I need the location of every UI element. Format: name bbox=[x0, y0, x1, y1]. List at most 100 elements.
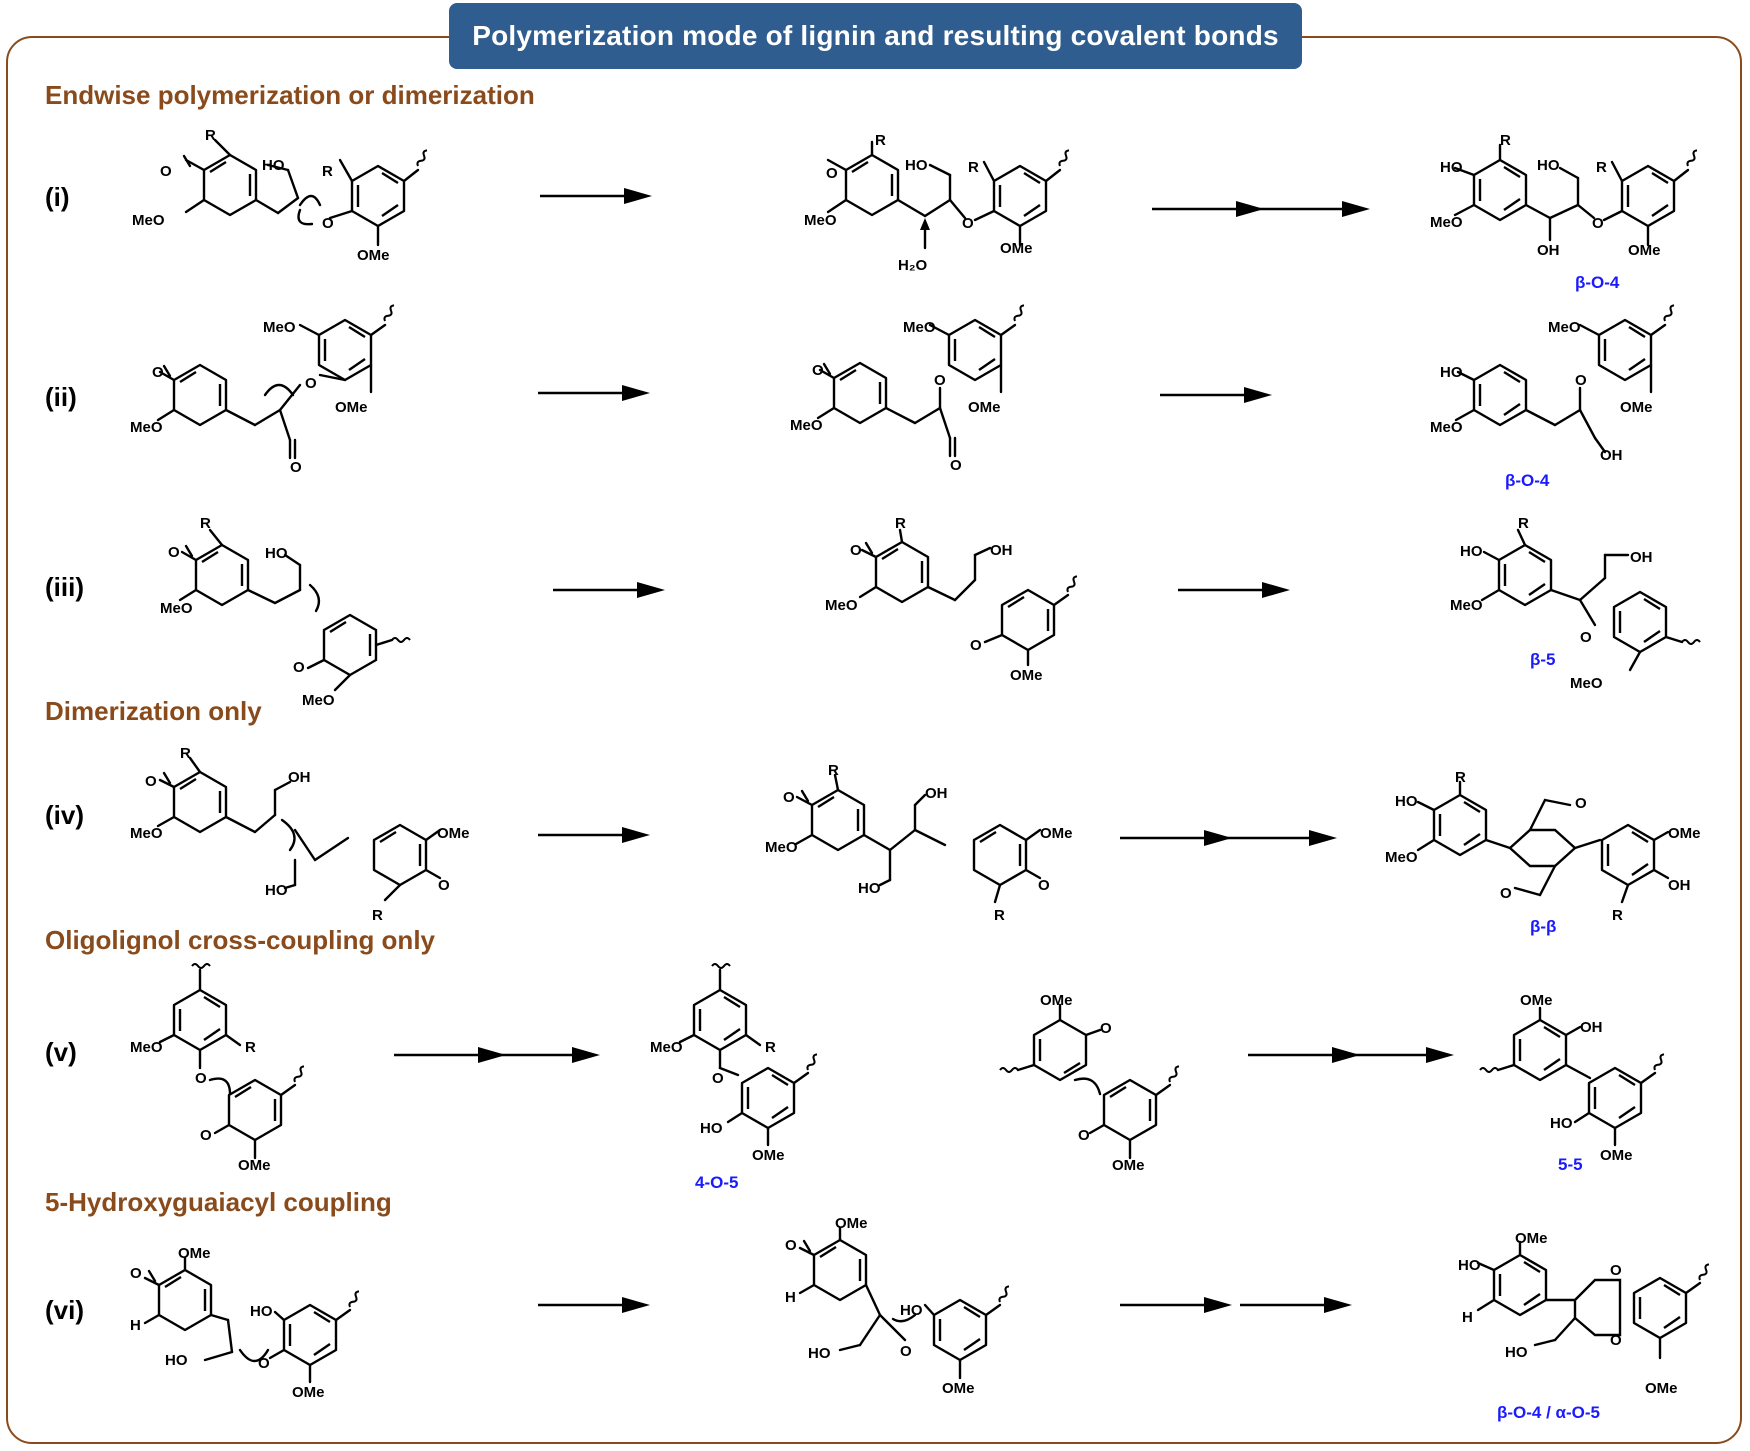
svg-text:O: O bbox=[1575, 795, 1587, 812]
row-i-intermediate-labels: R O MeO HO R O OMe H₂O bbox=[804, 132, 1033, 274]
row-label-ii: (ii) bbox=[45, 382, 77, 412]
svg-text:HO: HO bbox=[900, 1302, 923, 1319]
section-dimerization: Dimerization only bbox=[45, 696, 262, 726]
arrow-vi-3 bbox=[1238, 1295, 1354, 1315]
svg-text:HO: HO bbox=[808, 1345, 831, 1362]
svg-text:O: O bbox=[293, 659, 305, 676]
svg-text:O: O bbox=[1575, 372, 1587, 389]
svg-text:HO: HO bbox=[265, 545, 288, 562]
svg-text:O: O bbox=[1610, 1262, 1622, 1279]
svg-text:HO: HO bbox=[1395, 793, 1418, 810]
arrow-iii-2 bbox=[1176, 580, 1292, 600]
svg-text:HO: HO bbox=[1550, 1115, 1573, 1132]
svg-text:OMe: OMe bbox=[1645, 1380, 1678, 1397]
arrow-ii-1 bbox=[536, 383, 652, 403]
svg-text:MeO: MeO bbox=[1430, 214, 1463, 231]
row-label-i: (i) bbox=[45, 182, 70, 212]
row-iv-intermediate bbox=[794, 773, 1042, 904]
svg-text:MeO: MeO bbox=[1385, 849, 1418, 866]
svg-text:R: R bbox=[372, 907, 383, 924]
arrow-iii-1 bbox=[551, 580, 667, 600]
svg-text:O: O bbox=[1610, 1332, 1622, 1349]
row-i-reactant bbox=[182, 138, 430, 247]
row-v-product-a-labels: MeO R O HO OMe 4-O-5 bbox=[650, 1039, 785, 1192]
svg-text:H: H bbox=[130, 1317, 141, 1334]
svg-text:OMe: OMe bbox=[335, 399, 368, 416]
linkage-ii: β-O-4 bbox=[1505, 471, 1550, 490]
svg-text:O: O bbox=[950, 457, 962, 474]
svg-text:R: R bbox=[205, 127, 216, 144]
svg-text:MeO: MeO bbox=[804, 212, 837, 229]
svg-text:R: R bbox=[765, 1039, 776, 1056]
svg-text:R: R bbox=[994, 907, 1005, 924]
row-ii-product-labels: HO MeO MeO O OMe OH β-O-4 bbox=[1430, 319, 1653, 490]
svg-text:O: O bbox=[290, 459, 302, 476]
svg-text:O: O bbox=[1100, 1020, 1112, 1037]
arrow-i-1 bbox=[538, 186, 654, 206]
row-v-reactant-b-labels: OMe O O OMe bbox=[1040, 992, 1145, 1174]
svg-text:OH: OH bbox=[925, 785, 948, 802]
svg-text:O: O bbox=[970, 637, 982, 654]
svg-text:R: R bbox=[875, 132, 886, 149]
svg-text:OMe: OMe bbox=[1520, 992, 1553, 1009]
row-label-vi: (vi) bbox=[45, 1295, 84, 1325]
linkage-vi: β-O-4 / α-O-5 bbox=[1497, 1403, 1600, 1422]
svg-text:HO: HO bbox=[1440, 159, 1463, 176]
row-iv-intermediate-labels: R O MeO OH HO OMe O R bbox=[765, 762, 1073, 924]
svg-text:O: O bbox=[712, 1070, 724, 1087]
svg-text:MeO: MeO bbox=[790, 417, 823, 434]
svg-text:MeO: MeO bbox=[1570, 675, 1603, 692]
svg-text:HO: HO bbox=[1460, 543, 1483, 560]
svg-text:MeO: MeO bbox=[160, 600, 193, 617]
arrow-v-2 bbox=[486, 1045, 602, 1065]
row-v-reactant bbox=[158, 963, 307, 1160]
row-vi-intermediate-labels: OMe O H HO HO O OMe bbox=[785, 1215, 975, 1397]
row-iv-product bbox=[1416, 780, 1670, 904]
svg-text:OMe: OMe bbox=[357, 247, 390, 264]
svg-text:OMe: OMe bbox=[292, 1384, 325, 1401]
linkage-v-b: 5-5 bbox=[1558, 1155, 1583, 1174]
svg-text:OMe: OMe bbox=[968, 399, 1001, 416]
arrow-i-2 bbox=[1150, 199, 1266, 219]
section-hydroxyguaiacyl: 5-Hydroxyguaiacyl coupling bbox=[45, 1187, 392, 1217]
linkage-iv: β-β bbox=[1530, 917, 1556, 936]
diagram-title: Polymerization mode of lignin and result… bbox=[449, 3, 1302, 69]
svg-text:OH: OH bbox=[1600, 447, 1623, 464]
svg-text:MeO: MeO bbox=[130, 825, 163, 842]
row-ii-product bbox=[1454, 303, 1677, 454]
arrow-iv-2 bbox=[1118, 828, 1234, 848]
svg-text:O: O bbox=[322, 215, 334, 232]
row-ii-intermediate bbox=[816, 303, 1027, 458]
svg-text:O: O bbox=[130, 1265, 142, 1282]
svg-text:O: O bbox=[152, 364, 164, 381]
svg-text:OMe: OMe bbox=[1040, 992, 1073, 1009]
row-i-product-labels: R HO MeO HO R O OH OMe β-O-4 bbox=[1430, 132, 1661, 292]
svg-text:OMe: OMe bbox=[238, 1157, 271, 1174]
svg-text:MeO: MeO bbox=[650, 1039, 683, 1056]
row-iv-reactant bbox=[156, 756, 442, 902]
svg-text:OMe: OMe bbox=[1668, 825, 1701, 842]
svg-text:O: O bbox=[785, 1237, 797, 1254]
arrow-ii-2 bbox=[1158, 385, 1274, 405]
svg-text:MeO: MeO bbox=[825, 597, 858, 614]
linkage-v-a: 4-O-5 bbox=[695, 1173, 738, 1192]
row-i-product bbox=[1453, 143, 1700, 247]
row-label-iv: (iv) bbox=[45, 800, 84, 830]
svg-text:O: O bbox=[200, 1127, 212, 1144]
row-ii-intermediate-labels: O MeO O MeO O OMe bbox=[790, 319, 1001, 474]
svg-text:OMe: OMe bbox=[752, 1147, 785, 1164]
row-label-v: (v) bbox=[45, 1037, 77, 1067]
svg-text:OH: OH bbox=[1668, 877, 1691, 894]
row-iv-product-labels: R HO MeO O O OMe OH R β-β bbox=[1385, 769, 1701, 936]
svg-text:OMe: OMe bbox=[178, 1245, 211, 1262]
svg-text:O: O bbox=[1580, 629, 1592, 646]
svg-text:O: O bbox=[438, 877, 450, 894]
row-iii-intermediate bbox=[858, 528, 1080, 667]
svg-text:OMe: OMe bbox=[1000, 240, 1033, 257]
svg-text:HO: HO bbox=[250, 1303, 273, 1320]
svg-text:O: O bbox=[258, 1355, 270, 1372]
row-vi-reactant bbox=[143, 1256, 362, 1384]
svg-text:R: R bbox=[1518, 515, 1529, 532]
svg-text:R: R bbox=[1455, 769, 1466, 786]
svg-text:R: R bbox=[200, 515, 211, 532]
